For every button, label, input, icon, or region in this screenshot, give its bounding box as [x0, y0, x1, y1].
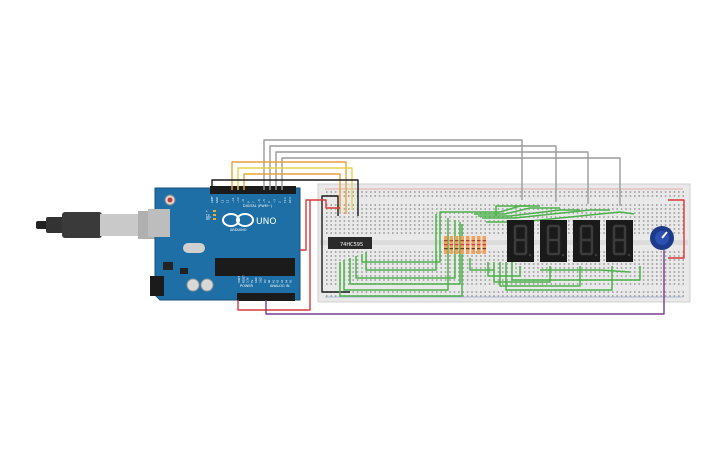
bottom-pin-label: A5 — [290, 279, 293, 283]
top-pin-label: 13 — [220, 199, 224, 203]
top-pin-label: 4 — [267, 201, 271, 203]
indicator-label: L — [206, 209, 208, 213]
bottom-pin-label: 3.3V — [247, 277, 250, 283]
wire — [511, 262, 641, 281]
top-pin-label: ~3 — [272, 199, 276, 203]
seven-segment-digit — [507, 220, 534, 262]
bottom-pin-label: A0 — [268, 279, 271, 283]
bottom-pin-label: Vin — [264, 279, 267, 283]
chip-label: 74HC595 — [340, 242, 363, 248]
wire — [495, 205, 530, 216]
indicator-label: TX — [205, 213, 210, 217]
arduino-label: ARDUINO — [230, 228, 247, 232]
wire — [211, 179, 359, 216]
wire — [482, 209, 610, 219]
wire — [486, 211, 635, 223]
bottom-pin-label: GND — [260, 277, 263, 283]
top-pin-label: 8 — [246, 201, 250, 203]
wire — [349, 222, 461, 285]
top-pin-label: TX 1 — [283, 197, 287, 203]
power-label: POWER — [240, 284, 254, 288]
seven-segment-digit — [573, 220, 600, 262]
seven-segment-displays — [507, 220, 633, 262]
usb-cable — [36, 211, 162, 239]
wire — [263, 139, 523, 200]
top-pin-label: AREF — [210, 196, 214, 203]
bottom-pin-label: IOREF — [238, 275, 241, 283]
crystal — [183, 243, 205, 253]
wire — [505, 262, 613, 291]
wire — [474, 207, 560, 215]
wire — [237, 167, 353, 210]
usb-port — [148, 209, 170, 237]
wire — [365, 214, 437, 271]
top-pin-label: 7 — [252, 201, 256, 203]
wire — [487, 262, 521, 277]
wire — [243, 173, 341, 212]
top-pin-label: 12 — [226, 199, 230, 203]
wire — [668, 199, 685, 259]
wire — [469, 258, 494, 271]
wire — [339, 224, 463, 297]
wire — [493, 262, 551, 283]
wires — [211, 139, 685, 315]
atmega-chip — [215, 258, 295, 276]
uno-label: UNO — [256, 217, 276, 227]
wire — [321, 195, 350, 293]
indicator-label: RX — [206, 217, 210, 221]
wire — [275, 151, 589, 204]
seven-segment-digit — [540, 220, 567, 262]
top-pin-label: 2 — [278, 201, 282, 203]
digital-header-label: DIGITAL (PWM~) — [243, 204, 273, 208]
bottom-pin-label: GND — [255, 277, 258, 283]
wire — [478, 209, 580, 217]
analog-label: ANALOG IN — [270, 284, 290, 288]
potentiometer[interactable] — [650, 226, 674, 250]
bottom-pin-label: A3 — [281, 279, 284, 283]
bottom-pin-label: A4 — [285, 279, 288, 283]
arduino-uno-board[interactable]: UNO ARDUINO DIGITAL (PWM~) POWER ANALOG … — [148, 186, 301, 301]
top-pin-label: RX 0 — [288, 197, 292, 203]
shift-register-chip[interactable]: 74HC595 — [328, 237, 372, 249]
top-pin-label: ~10 — [236, 197, 240, 203]
resistor-bank — [444, 236, 486, 254]
seven-segment-digit — [606, 220, 633, 262]
analog-header — [237, 293, 295, 301]
bottom-pin-label: 5V — [251, 279, 254, 283]
wire — [540, 269, 631, 273]
bottom-pin-label: A2 — [277, 279, 280, 283]
on-label: ON — [206, 215, 211, 219]
wire — [231, 161, 347, 214]
power-jack — [150, 276, 164, 296]
wire — [237, 200, 311, 311]
arduino-logo — [222, 213, 254, 227]
wire — [343, 218, 449, 291]
top-pin-label: ~9 — [241, 199, 245, 203]
wire — [300, 199, 340, 251]
top-pin-label: ~11 — [231, 197, 235, 203]
top-pin-label: ~5 — [262, 199, 266, 203]
bottom-pin-label: A1 — [272, 279, 275, 283]
top-pin-label: GND — [215, 197, 219, 203]
wire — [361, 211, 470, 263]
top-pin-label: ~6 — [257, 199, 261, 203]
wire — [265, 250, 665, 315]
digital-header — [210, 186, 296, 194]
wire — [499, 262, 581, 287]
bottom-pin-label: RESET — [242, 275, 245, 283]
